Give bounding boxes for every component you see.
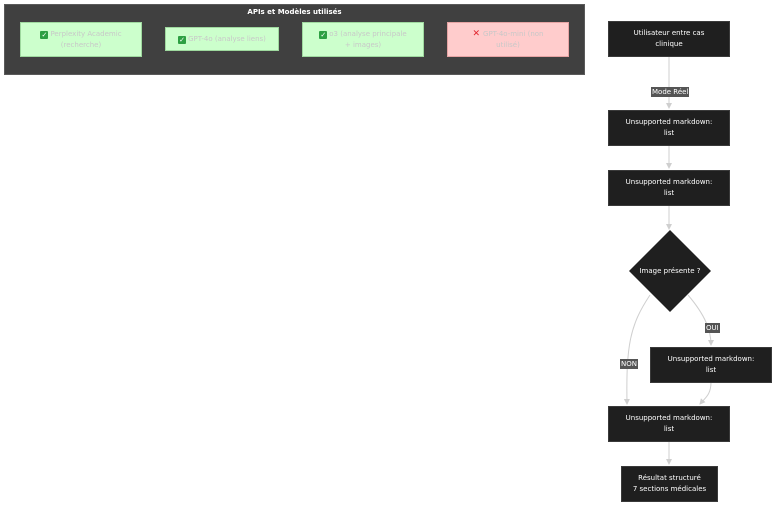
api-label-line2: + images) <box>344 40 382 49</box>
node-line2: list <box>663 425 675 433</box>
api-perplexity: ✓Perplexity Academic (recherche) <box>20 22 142 57</box>
node-line1: Unsupported markdown: <box>625 118 713 126</box>
node-end: Résultat structuré 7 sections médicales <box>621 466 718 502</box>
decision-label: Image présente ? <box>639 267 701 275</box>
node-line1: Utilisateur entre cas <box>633 29 705 37</box>
check-icon: ✓ <box>319 30 328 39</box>
node-line2: 7 sections médicales <box>632 485 707 493</box>
node-line2: clinique <box>655 40 683 48</box>
edge-label-mode: Mode Réel <box>651 87 690 97</box>
node-line1: Unsupported markdown: <box>625 178 713 186</box>
api-label-line1: GPT-4o (analyse liens) <box>188 34 266 43</box>
api-gpt4o-mini: ✕GPT-4o-mini (non utilisé) <box>447 22 569 57</box>
node-line1: Unsupported markdown: <box>667 355 755 363</box>
node-start: Utilisateur entre cas clinique <box>608 21 730 57</box>
node-line1: Résultat structuré <box>638 474 701 482</box>
check-icon: ✓ <box>178 35 187 44</box>
api-label-line2: (recherche) <box>60 40 102 49</box>
cross-icon: ✕ <box>472 28 481 39</box>
node-step2: Unsupported markdown: list <box>608 170 730 206</box>
edge-decision-yes <box>687 294 714 346</box>
edge-label-oui: OUI <box>705 323 720 333</box>
api-o3: ✓o3 (analyse principale + images) <box>302 22 424 57</box>
node-step-merge: Unsupported markdown: list <box>608 406 730 442</box>
subgraph-title: APIs et Modèles utilisés <box>247 8 342 16</box>
api-label-line1: o3 (analyse principale <box>329 29 407 38</box>
api-label-line1: Perplexity Academic <box>50 29 122 38</box>
api-label-line2: utilisé) <box>496 40 520 49</box>
decision-node: Image présente ? <box>628 229 712 313</box>
node-line2: list <box>663 189 675 197</box>
edge-yes-merge <box>699 381 712 405</box>
node-step1: Unsupported markdown: list <box>608 110 730 146</box>
node-line2: list <box>663 129 675 137</box>
check-icon: ✓ <box>40 30 49 39</box>
node-step-yes: Unsupported markdown: list <box>650 347 772 383</box>
edge-label-non: NON <box>620 359 638 369</box>
api-label-line1: GPT-4o-mini (non <box>483 29 544 38</box>
api-gpt4o: ✓GPT-4o (analyse liens) <box>165 27 279 51</box>
edge-decision-no <box>623 294 651 405</box>
node-line1: Unsupported markdown: <box>625 414 713 422</box>
node-line2: list <box>705 366 717 374</box>
